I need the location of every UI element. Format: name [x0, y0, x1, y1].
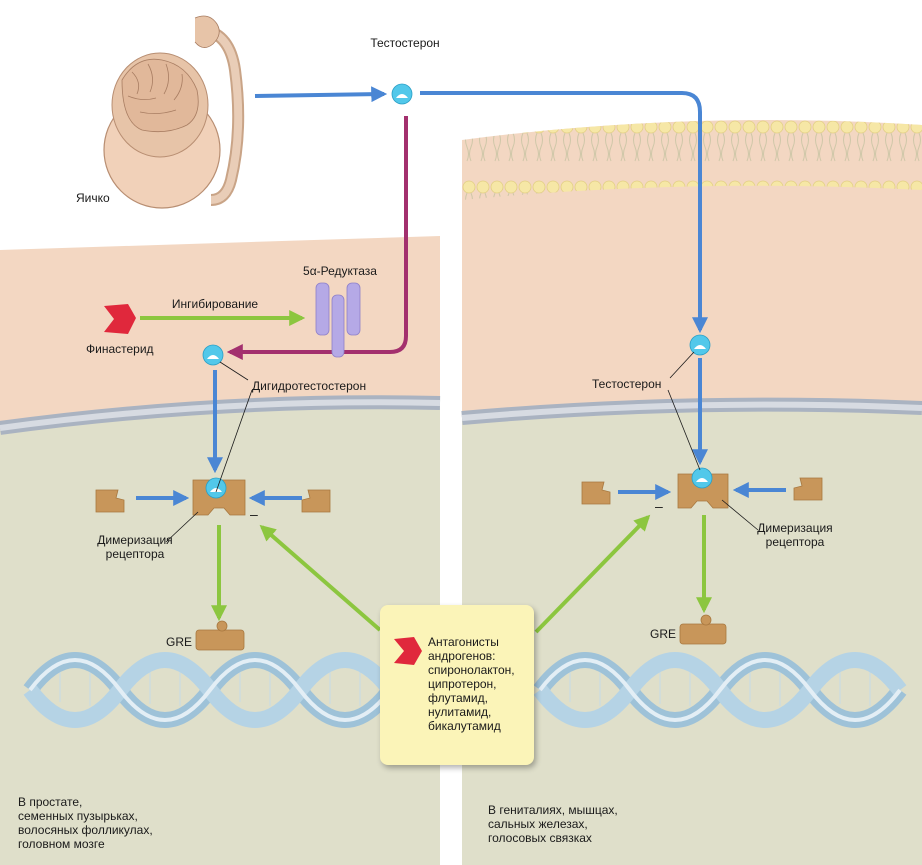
left-tissues-label: В простате, семенных пузырьках, волосяны…: [18, 795, 153, 851]
arrow-testosterone-to-dht: [226, 116, 408, 360]
antagonists-box: Антагонисты андрогенов: спиронолактон, ц…: [380, 605, 534, 765]
leader-testosterone-right-b: [667, 389, 701, 471]
testosterone-molecule-right: [689, 334, 711, 356]
gre-right-label: GRE: [650, 627, 677, 641]
receptor-monomer-right-a: [581, 481, 611, 505]
dimerization-right-label: Димеризация рецептора: [757, 521, 833, 549]
antagonist-icon: [394, 637, 422, 665]
gre-left-label: GRE: [166, 635, 193, 649]
dna-helix-right: [533, 652, 907, 728]
blue-arrows: [136, 86, 786, 506]
arrow-antagonist-to-left-receptor: [259, 524, 382, 632]
dht-molecule: [202, 344, 224, 366]
receptor-dimer-right: [677, 467, 729, 509]
testis-label: Яичко: [76, 191, 110, 205]
leader-dimerization-left: [165, 511, 199, 543]
leader-dht-to-receptor: [215, 389, 253, 493]
left-nuclear-membrane-inner: [0, 399, 441, 431]
right-nuclear-membrane-inner: [461, 401, 922, 421]
antagonists-text: Антагонисты андрогенов: спиронолактон, ц…: [428, 635, 515, 733]
leader-dimerization-right: [721, 499, 759, 531]
dimerization-left-label: Димеризация рецептора: [97, 533, 173, 561]
gre-element-right: [679, 614, 727, 645]
finasteride-icon: [104, 304, 136, 334]
receptor-monomer-right-b: [793, 477, 823, 501]
testis-illustration: [103, 15, 245, 209]
leader-dht-to-molecule: [219, 361, 249, 381]
gre-element-left: [195, 620, 245, 651]
arrow-antagonist-to-right-receptor: [534, 514, 651, 634]
dht-label: Дигидротестостерон: [252, 379, 367, 393]
minus-left-label: –: [250, 506, 258, 522]
right-tissues-label: В гениталиях, мышцах, сальных железах, г…: [488, 803, 618, 845]
right-plasma-membrane: [462, 120, 922, 200]
reductase-enzyme: [315, 282, 361, 358]
receptor-dimer-left: [192, 477, 246, 516]
minus-right-label: –: [655, 498, 663, 514]
finasteride-label: Финастерид: [86, 342, 154, 356]
testosterone-right-label: Тестостерон: [592, 377, 662, 391]
receptor-monomer-left-b: [301, 489, 331, 513]
green-arrows: [140, 310, 712, 634]
testosterone-molecule-top: [391, 83, 413, 105]
arrow-testis-to-testosterone: [254, 86, 388, 103]
reductase-label: 5α-Редуктаза: [303, 264, 377, 278]
dna-helix-left: [23, 652, 397, 728]
leader-lines: [165, 351, 759, 543]
leader-testosterone-right-a: [669, 351, 695, 379]
inhibition-label: Ингибирование: [171, 297, 259, 311]
testosterone-top-label: Тестостерон: [370, 36, 440, 50]
arrow-testosterone-to-right-cell: [420, 91, 708, 334]
receptor-monomer-left-a: [95, 489, 125, 513]
